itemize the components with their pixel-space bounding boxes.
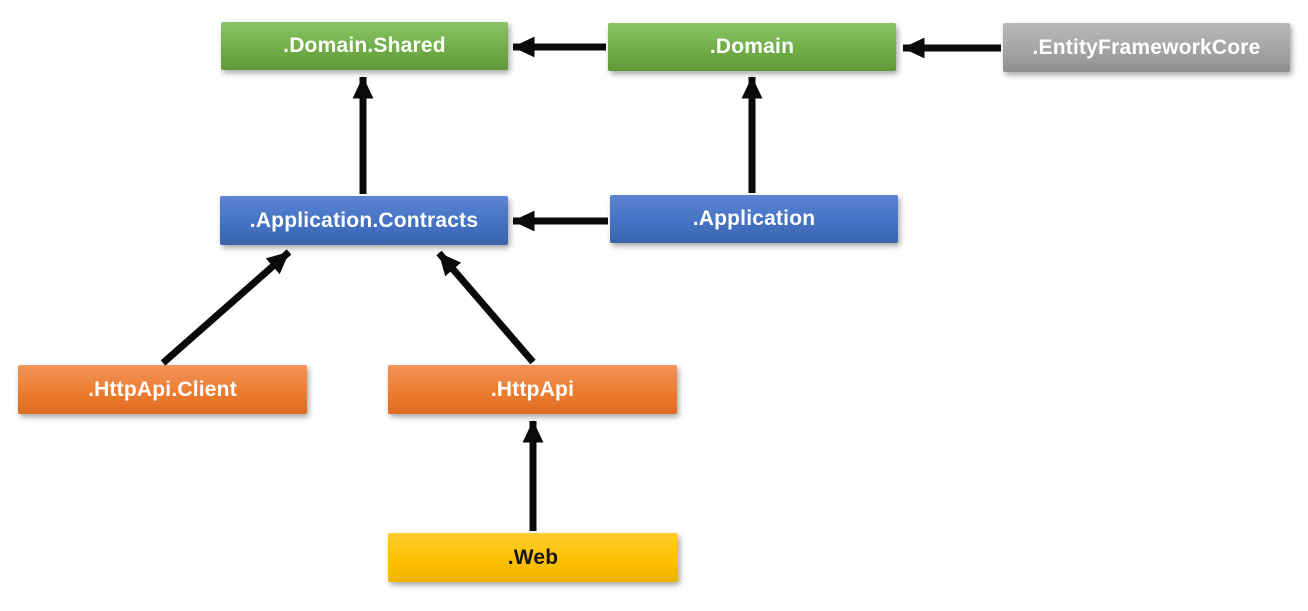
arrow-httpapi-client-to-application-contracts <box>160 249 292 366</box>
node-application-contracts: .Application.Contracts <box>220 196 508 245</box>
node-domain-shared: .Domain.Shared <box>221 22 508 70</box>
node-entityframeworkcore: .EntityFrameworkCore <box>1003 23 1290 72</box>
node-httpapi-client: .HttpApi.Client <box>18 365 307 414</box>
node-web: .Web <box>388 533 678 582</box>
node-httpapi: .HttpApi <box>388 365 677 414</box>
node-domain: .Domain <box>608 23 896 71</box>
node-application: .Application <box>610 195 898 243</box>
arrow-httpapi-to-application-contracts <box>436 250 536 365</box>
